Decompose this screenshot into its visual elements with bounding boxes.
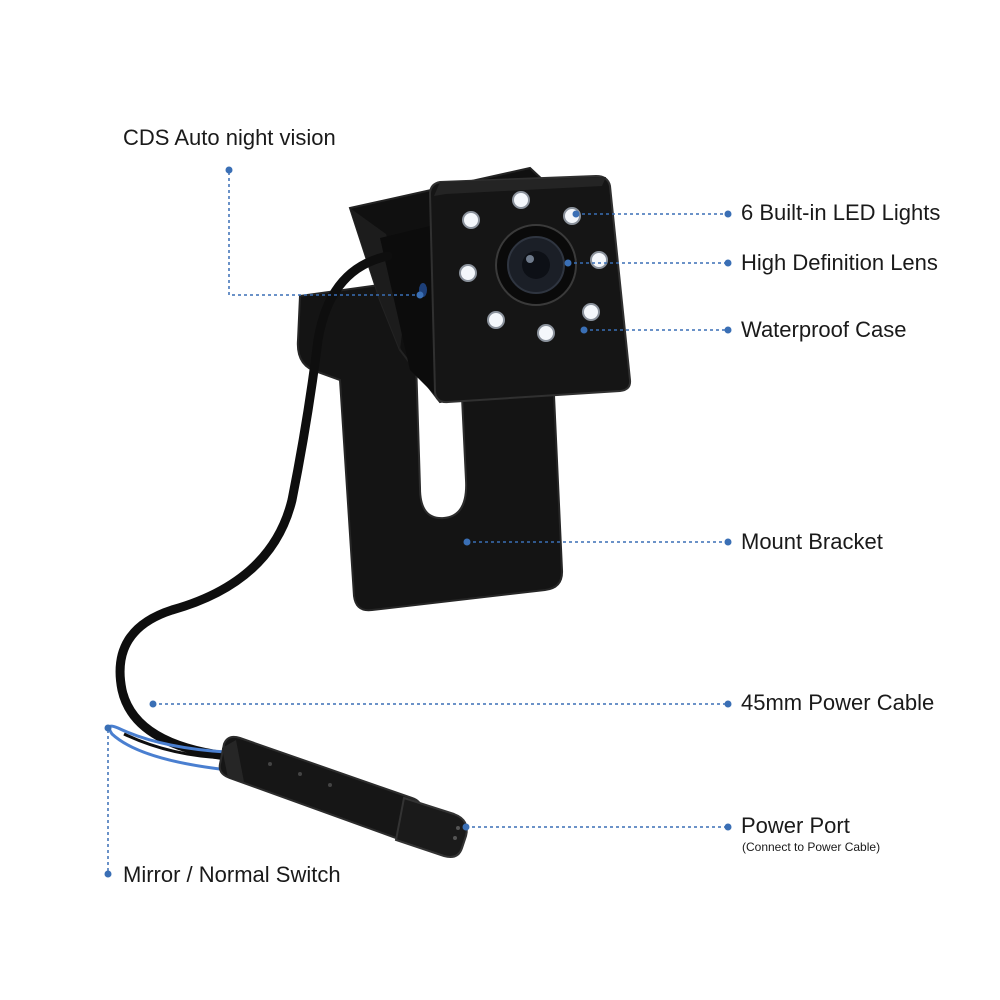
- label-port: Power Port: [741, 813, 850, 838]
- led-light: [590, 251, 608, 269]
- led-light: [512, 191, 530, 209]
- led-light: [537, 324, 555, 342]
- led-light: [459, 264, 477, 282]
- led-light: [582, 303, 600, 321]
- switch-wire: [107, 724, 229, 772]
- label-case: Waterproof Case: [741, 317, 907, 342]
- led-ring: [459, 191, 608, 342]
- led-light: [487, 311, 505, 329]
- label-lens: High Definition Lens: [741, 250, 938, 275]
- label-cable: 45mm Power Cable: [741, 690, 935, 715]
- label-switch: Mirror / Normal Switch: [123, 862, 341, 887]
- led-light: [462, 211, 480, 229]
- power-cable: [115, 251, 393, 761]
- callout-lines: [107, 172, 728, 874]
- callout-dots: [104, 166, 732, 878]
- power-connector: [218, 735, 468, 858]
- label-led-lights: 6 Built-in LED Lights: [741, 200, 941, 225]
- label-night-vision: CDS Auto night vision: [123, 125, 336, 150]
- lens: [495, 224, 577, 306]
- label-bracket: Mount Bracket: [741, 529, 883, 554]
- label-port-note: (Connect to Power Cable): [742, 840, 881, 854]
